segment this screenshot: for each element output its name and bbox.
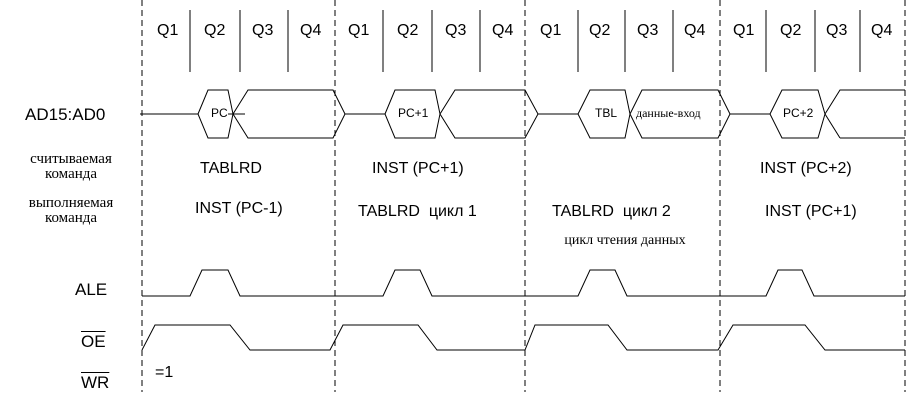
quarter-label: Q1 bbox=[348, 22, 370, 39]
signal-label-ad: AD15:AD0 bbox=[25, 105, 106, 124]
quarter-label: Q4 bbox=[871, 22, 893, 39]
signal-label-wr: WR bbox=[81, 373, 110, 392]
signal-label-executed: выполняемая команда bbox=[28, 195, 114, 226]
oe-waveform bbox=[141, 324, 905, 351]
quarter-label: Q3 bbox=[252, 22, 274, 39]
bus-value-tbl: TBL bbox=[595, 106, 618, 120]
quarter-label: Q1 bbox=[157, 22, 179, 39]
ale-waveform bbox=[142, 269, 905, 297]
bus-value-pc: PC bbox=[211, 106, 228, 120]
bus-box-data-1 bbox=[232, 89, 346, 139]
executed-cycle-2: TABLRD цикл 1 bbox=[358, 203, 477, 220]
executed-cycle-3: TABLRD цикл 2 bbox=[552, 203, 671, 220]
bus-box-data-2 bbox=[439, 89, 539, 139]
quarter-label: Q3 bbox=[637, 22, 659, 39]
quarter-label: Q4 bbox=[492, 22, 514, 39]
signal-label-fetched: считываемая команда bbox=[30, 151, 112, 182]
data-read-cycle-note: цикл чтения данных bbox=[564, 233, 686, 248]
executed-cycle-1: INST (PC-1) bbox=[195, 200, 283, 217]
fetched-cycle-4: INST (PC+2) bbox=[760, 160, 852, 177]
ad-bus-waveform bbox=[140, 89, 905, 139]
executed-cycle-4: INST (PC+1) bbox=[765, 203, 857, 220]
quarter-label: Q2 bbox=[397, 22, 419, 39]
fetched-cycle-2: INST (PC+1) bbox=[372, 160, 464, 177]
quarter-label: Q1 bbox=[733, 22, 755, 39]
bus-value-data-in: данные-вход bbox=[636, 106, 701, 120]
quarter-label: Q4 bbox=[684, 22, 706, 39]
quarter-label: Q2 bbox=[780, 22, 802, 39]
cycle-boundaries bbox=[141, 0, 906, 392]
quarter-label: Q2 bbox=[589, 22, 611, 39]
wr-level-label: =1 bbox=[155, 364, 174, 381]
quarter-separators bbox=[189, 10, 861, 72]
signal-label-oe: OE bbox=[81, 332, 106, 351]
quarter-label: Q2 bbox=[204, 22, 226, 39]
bus-value-pc2: PC+2 bbox=[783, 106, 814, 120]
quarter-label: Q3 bbox=[826, 22, 848, 39]
quarter-label: Q4 bbox=[300, 22, 322, 39]
signal-label-ale: ALE bbox=[75, 280, 108, 299]
fetched-cycle-1: TABLRD bbox=[200, 160, 262, 177]
quarter-label: Q3 bbox=[445, 22, 467, 39]
quarter-label: Q1 bbox=[540, 22, 562, 39]
bus-value-pc1: PC+1 bbox=[398, 106, 429, 120]
